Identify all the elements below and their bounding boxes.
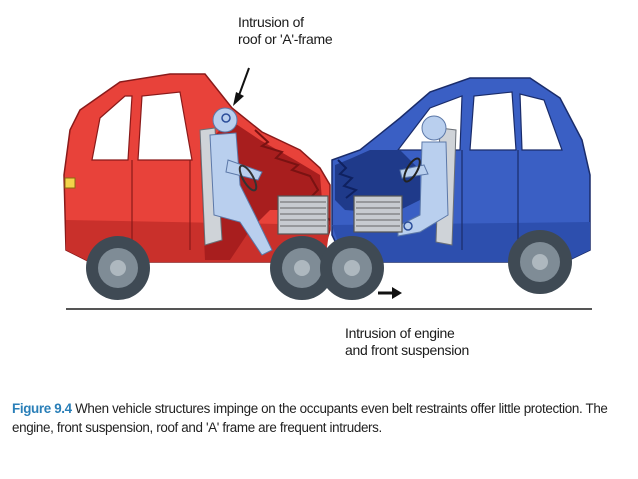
roof-intrusion-arrow (233, 67, 250, 106)
engine-intrusion-label: Intrusion of engine and front suspension (345, 325, 485, 359)
right-car (320, 77, 591, 300)
right-car-front-wheel (320, 236, 384, 300)
roof-intrusion-line-2: roof or 'A'-frame (238, 31, 333, 47)
roof-intrusion-line-1: Intrusion of (238, 14, 304, 30)
roof-intrusion-label: Intrusion of roof or 'A'-frame (238, 14, 348, 48)
left-car-rear-wheel (86, 236, 150, 300)
engine-intrusion-line-2: and front suspension (345, 342, 469, 358)
crash-illustration (63, 67, 592, 310)
figure-number: Figure 9.4 (12, 401, 72, 416)
left-car-front-wheel (270, 236, 334, 300)
engine-intrusion-line-1: Intrusion of engine (345, 325, 455, 341)
right-occupant (397, 115, 449, 237)
right-car-rear-wheel (508, 230, 572, 294)
figure-caption: Figure 9.4 When vehicle structures impin… (12, 399, 632, 437)
engine-intrusion-arrow (378, 287, 402, 299)
left-car (63, 73, 334, 300)
caption-text: When vehicle structures impinge on the o… (12, 401, 608, 435)
